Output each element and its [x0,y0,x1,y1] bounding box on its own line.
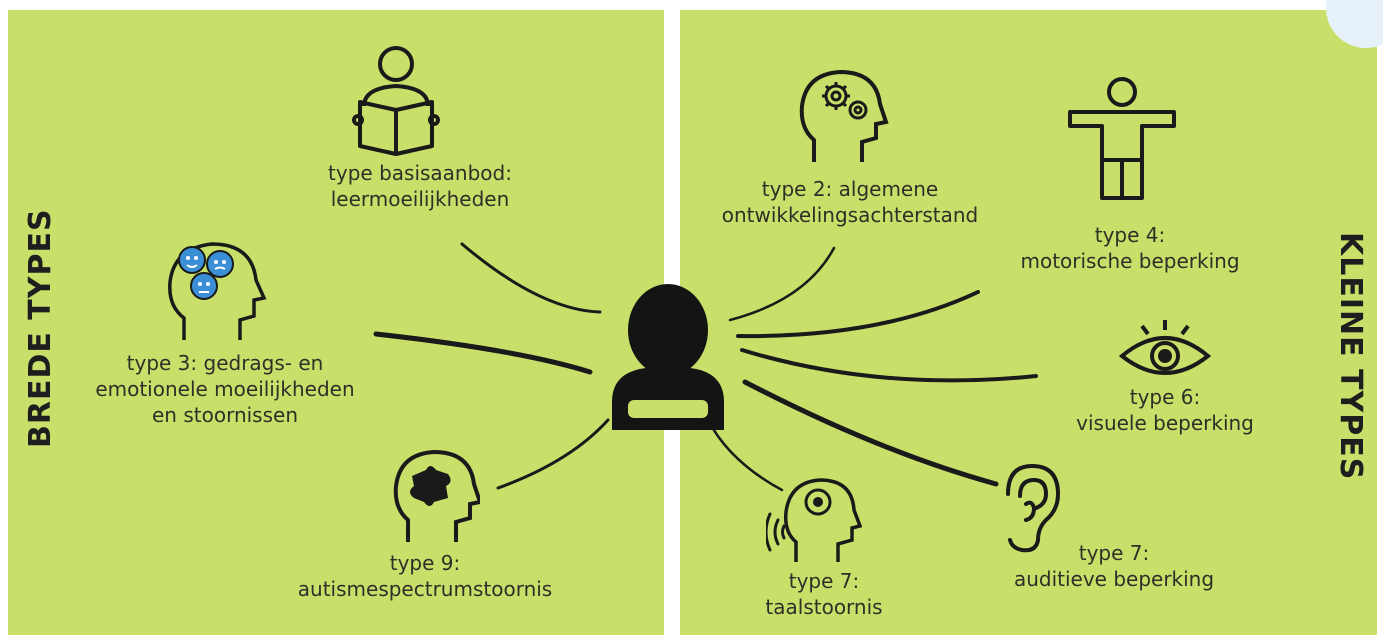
reading-person-icon [352,46,440,156]
side-label-brede-types: BREDE TYPES [23,208,58,448]
person-silhouette-icon [612,284,724,430]
kleine-types-panel [680,10,1377,635]
connector-type9 [496,418,610,490]
label-type-3: type 3: gedrags- en emotionele moeilijkh… [60,350,390,428]
speech-head-icon [766,478,862,562]
brede-types-panel [8,10,664,635]
standing-figure-icon [1068,77,1176,200]
label-type-4: type 4: motorische beperking [1000,222,1260,274]
label-line: leermoeilijkheden [330,187,510,211]
label-line: type 6: [1129,385,1201,409]
gears-head-icon [799,69,889,162]
label-line: motorische beperking [1020,249,1240,273]
label-type-6: type 6: visuele beperking [1060,384,1270,436]
label-line: type 7: [1078,541,1150,565]
label-line: emotionele moeilijkheden [95,377,355,401]
label-type-2: type 2: algemene ontwikkelingsachterstan… [700,176,1000,228]
emotion-head-icon [168,242,267,340]
label-line: type 7: [788,569,860,593]
label-type-basisaanbod: type basisaanbod: leermoeilijkheden [300,160,540,212]
connector-type6 [740,348,1038,383]
label-type-7-taal: type 7: taalstoornis [744,568,904,620]
connector-type4 [736,290,980,339]
side-label-kleine-types: KLEINE TYPES [1333,232,1368,481]
label-line: taalstoornis [765,595,883,619]
label-line: type 3: gedrags- en [126,351,324,375]
connector-type2 [728,246,836,322]
label-line: type 4: [1094,223,1166,247]
label-type-9: type 9: autismespectrumstoornis [275,550,575,602]
label-line: en stoornissen [152,403,298,427]
label-line: ontwikkelingsachterstand [721,203,979,227]
eye-icon [1118,320,1212,375]
label-line: type basisaanbod: [328,161,512,185]
label-type-7-auditief: type 7: auditieve beperking [990,540,1238,592]
label-line: type 2: algemene [761,177,939,201]
label-line: type 9: [389,551,461,575]
ear-icon [1006,463,1061,553]
puzzle-head-icon [393,449,480,542]
label-line: visuele beperking [1076,411,1254,435]
label-line: auditieve beperking [1013,567,1215,591]
connector-basisaanbod [460,242,602,314]
connector-type7-auditief [742,379,999,487]
connector-type3 [373,331,593,375]
label-line: autismespectrumstoornis [297,577,553,601]
